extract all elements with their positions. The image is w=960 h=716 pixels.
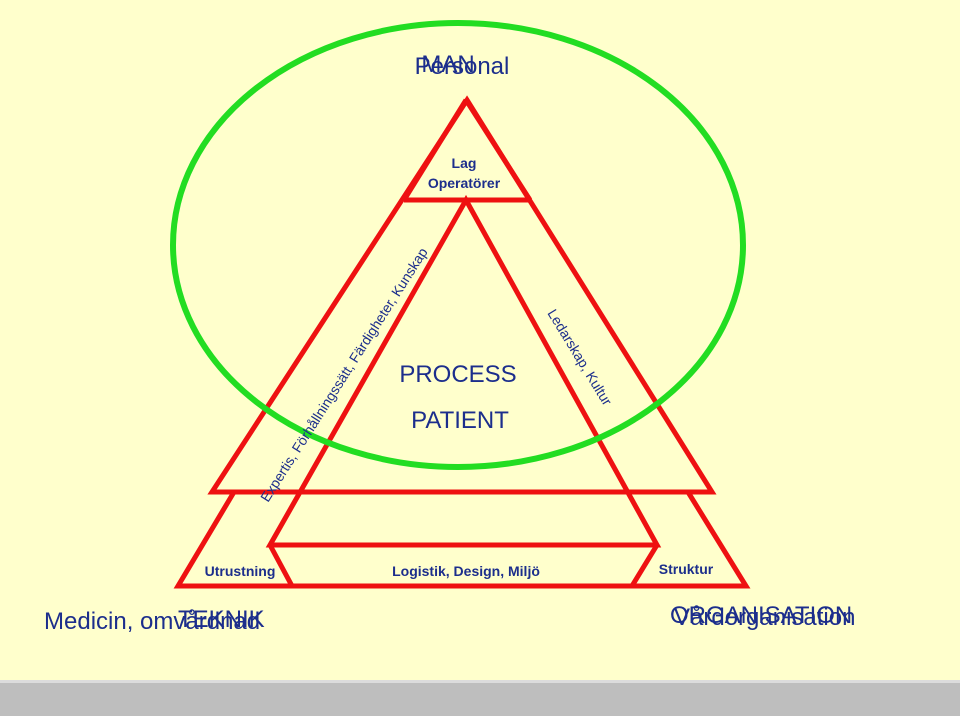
top-corner-lag: Lag bbox=[452, 155, 477, 171]
top-title-man: MAN bbox=[421, 51, 474, 78]
top-left-connector bbox=[401, 98, 469, 202]
top-title-personal: Personal bbox=[415, 53, 510, 80]
corner-struktur: Struktur bbox=[659, 561, 714, 577]
bottom-right-title-vardorganisation: Vårdorganisation bbox=[674, 604, 855, 631]
center-patient: PATIENT bbox=[411, 407, 509, 434]
bottom-edge-label: Logistik, Design, Miljö bbox=[392, 563, 540, 579]
bottom-left-title-teknik: TEKNIK bbox=[178, 606, 265, 633]
center-process: PROCESS bbox=[399, 361, 516, 388]
bottom-left-title-medicin: Medicin, omvårdnad bbox=[44, 608, 260, 635]
bottom-right-corner bbox=[627, 490, 751, 589]
outer-triangle bbox=[207, 95, 717, 495]
corner-utrustning: Utrustning bbox=[205, 563, 276, 579]
bottom-left-corner bbox=[173, 490, 297, 589]
top-right-connector bbox=[463, 98, 533, 202]
top-corner-operatorer: Operatörer bbox=[428, 175, 501, 191]
footer-divider bbox=[0, 680, 960, 683]
footer-bar bbox=[0, 683, 960, 716]
green-ellipse bbox=[170, 20, 746, 470]
bottom-right-title-organisation: ORGANISATION bbox=[670, 602, 852, 629]
